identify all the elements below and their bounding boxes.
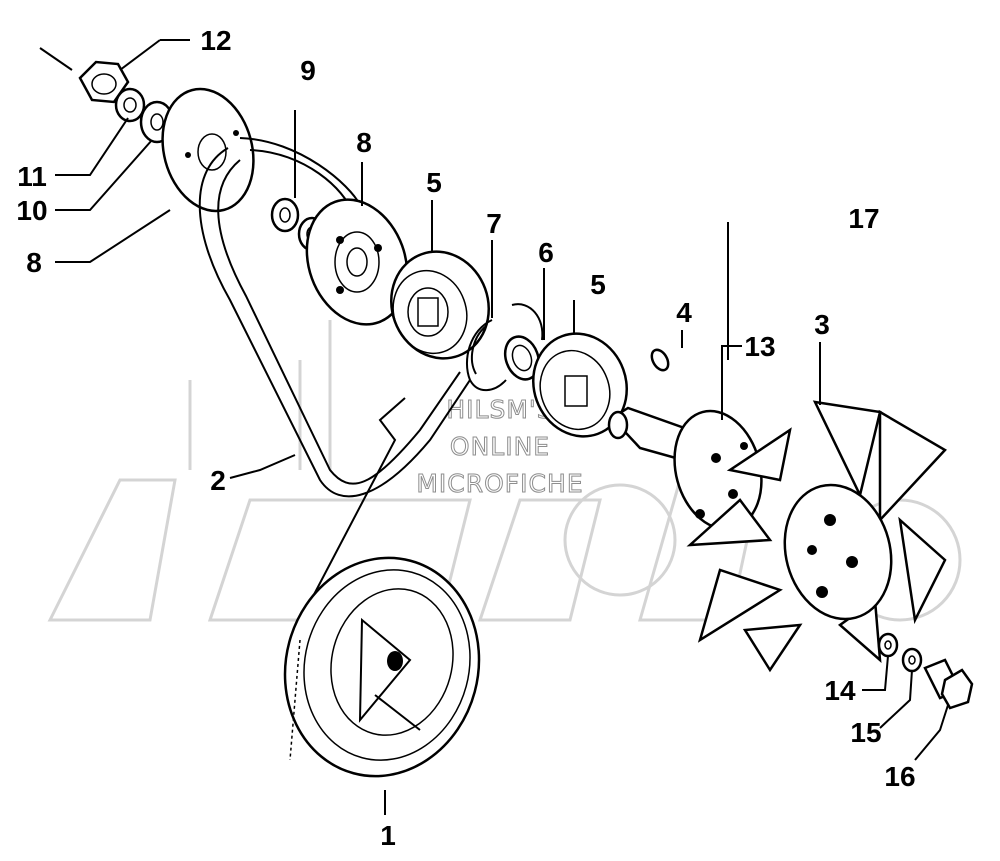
- callout-12: 12: [200, 25, 231, 56]
- part-5-bearing-lower: [532, 332, 628, 438]
- callout-7: 7: [486, 208, 502, 239]
- leader-lines: [55, 39, 949, 815]
- part-15-lock-washer: [901, 647, 923, 673]
- leader-15: [879, 669, 913, 729]
- callout-2: 2: [210, 465, 226, 496]
- leader-10: [55, 139, 153, 211]
- axis-line: [39, 47, 73, 71]
- leader-13: [721, 345, 742, 420]
- callout-9: 9: [300, 55, 316, 86]
- part-7-snap-ring: [466, 319, 507, 392]
- watermark-line-3: MICROFICHE: [416, 469, 583, 498]
- part-16-bolt: [923, 658, 974, 710]
- part-1-drive-pulley: [283, 556, 481, 778]
- callout-1: 1: [380, 820, 396, 851]
- part-12-nut: [78, 60, 130, 104]
- callout-15: 15: [850, 717, 881, 748]
- watermark-line-2: ONLINE: [450, 432, 550, 461]
- callout-labels: 1 2 3 4 5 5 6 7 8 8 9 10 11 12 13 14 15 …: [16, 25, 915, 851]
- callout-16: 16: [884, 761, 915, 792]
- leader-11: [55, 117, 129, 176]
- callout-10: 10: [16, 195, 47, 226]
- callout-11: 11: [17, 161, 47, 192]
- part-11-lock-washer: [114, 87, 146, 123]
- part-5-bearing-upper: [390, 250, 490, 360]
- watermark-text: HILSM'S ONLINE MICROFICHE: [416, 395, 583, 499]
- callout-8-right: 8: [356, 127, 372, 158]
- part-6-ring: [503, 303, 544, 381]
- callout-4: 4: [676, 297, 692, 328]
- part-8-pulley-half-outer: [161, 87, 255, 213]
- callout-5-upper: 5: [426, 167, 442, 198]
- callout-14: 14: [824, 675, 856, 706]
- leader-14: [862, 655, 889, 691]
- leader-12: [119, 39, 161, 71]
- watermark-logo: [47, 320, 962, 622]
- part-14-washer: [877, 632, 899, 658]
- callout-17: 17: [848, 203, 879, 234]
- leader-16: [914, 704, 949, 761]
- callout-13: 13: [744, 331, 775, 362]
- leader-2: [229, 454, 296, 479]
- callout-8-left: 8: [26, 247, 42, 278]
- part-4-key: [650, 348, 670, 372]
- part-8-pulley-half-inner: [305, 198, 409, 326]
- leader-8a: [55, 209, 171, 263]
- part-3-fan: [686, 400, 947, 673]
- callout-6: 6: [538, 237, 554, 268]
- callout-5-lower: 5: [590, 269, 606, 300]
- callout-3: 3: [814, 309, 830, 340]
